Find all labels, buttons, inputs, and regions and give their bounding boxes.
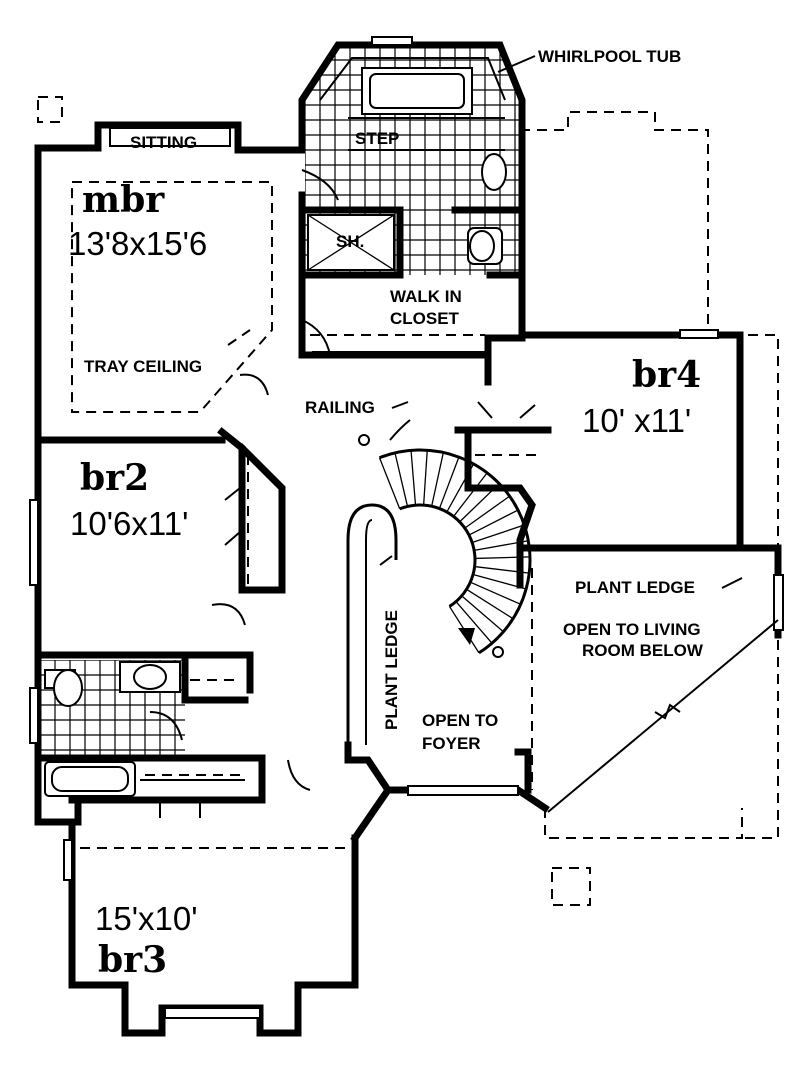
mbr-name: mbr <box>82 179 165 221</box>
label-open-living-1: OPEN TO LIVING <box>563 620 701 639</box>
br2-name: br2 <box>80 457 149 499</box>
windows <box>29 36 784 1019</box>
label-step: STEP <box>355 129 399 148</box>
label-plant-ledge-vertical: PLANT LEDGE <box>382 610 401 730</box>
stair-tread <box>455 601 493 644</box>
label-plant-ledge: PLANT LEDGE <box>575 578 695 597</box>
stair-tread <box>464 495 510 529</box>
whirlpool-bay <box>307 57 507 271</box>
label-walkin-2: CLOSET <box>390 309 460 328</box>
stair-tread <box>471 524 525 544</box>
mbr-note: TRAY CEILING <box>84 357 202 376</box>
label-sitting: SITTING <box>130 133 197 152</box>
stair-tread <box>378 457 401 510</box>
newel-post <box>358 434 370 446</box>
stair-tread <box>431 452 444 507</box>
br4-name: br4 <box>632 354 701 396</box>
labels: SITTING WHIRLPOOL TUB STEP SH. WALK IN C… <box>68 47 743 981</box>
hall-toilet <box>53 669 83 707</box>
label-walkin-1: WALK IN <box>390 287 462 306</box>
stair-tread <box>446 463 475 513</box>
stair-tread <box>474 565 530 574</box>
stair-tread <box>472 573 527 590</box>
plant-ledge-rail <box>346 419 411 745</box>
stair-tread <box>474 556 530 560</box>
stair-tread <box>461 595 504 633</box>
stair-tread <box>468 509 519 536</box>
label-open-foyer-1: OPEN TO <box>422 711 498 730</box>
lavatory <box>481 153 507 191</box>
stair-tread <box>438 456 460 509</box>
br3-name: br3 <box>98 939 167 981</box>
dashed-outlines <box>37 96 779 906</box>
stair-tread <box>422 450 428 506</box>
newel-post <box>492 646 504 658</box>
interior-walls <box>34 191 744 826</box>
br3-size: 15'x10' <box>95 900 198 937</box>
br2-size: 10'6x11' <box>70 505 188 542</box>
stair-tread <box>470 581 521 605</box>
label-open-foyer-2: FOYER <box>422 734 481 753</box>
stair-direction-arrow-icon <box>458 628 475 645</box>
hall-tub <box>44 761 136 797</box>
stair-tread <box>459 483 500 523</box>
whirlpool-tub <box>361 67 473 115</box>
mbr-size: 13'8x15'6 <box>68 225 207 262</box>
closet-details <box>140 334 540 781</box>
label-whirlpool: WHIRLPOOL TUB <box>538 47 681 66</box>
stair-tread <box>466 588 514 620</box>
stair-tread <box>410 450 417 506</box>
label-railing: RAILING <box>305 398 375 417</box>
spiral-stair <box>358 434 532 658</box>
hall-bath-fixtures <box>44 661 181 797</box>
stair-tread <box>453 472 488 517</box>
stair-tread <box>394 452 409 507</box>
doors <box>149 169 536 818</box>
br4-size: 10' x11' <box>582 402 691 439</box>
label-shower: SH. <box>336 232 364 251</box>
label-open-living-2: ROOM BELOW <box>582 641 704 660</box>
stair-tread <box>474 540 529 552</box>
